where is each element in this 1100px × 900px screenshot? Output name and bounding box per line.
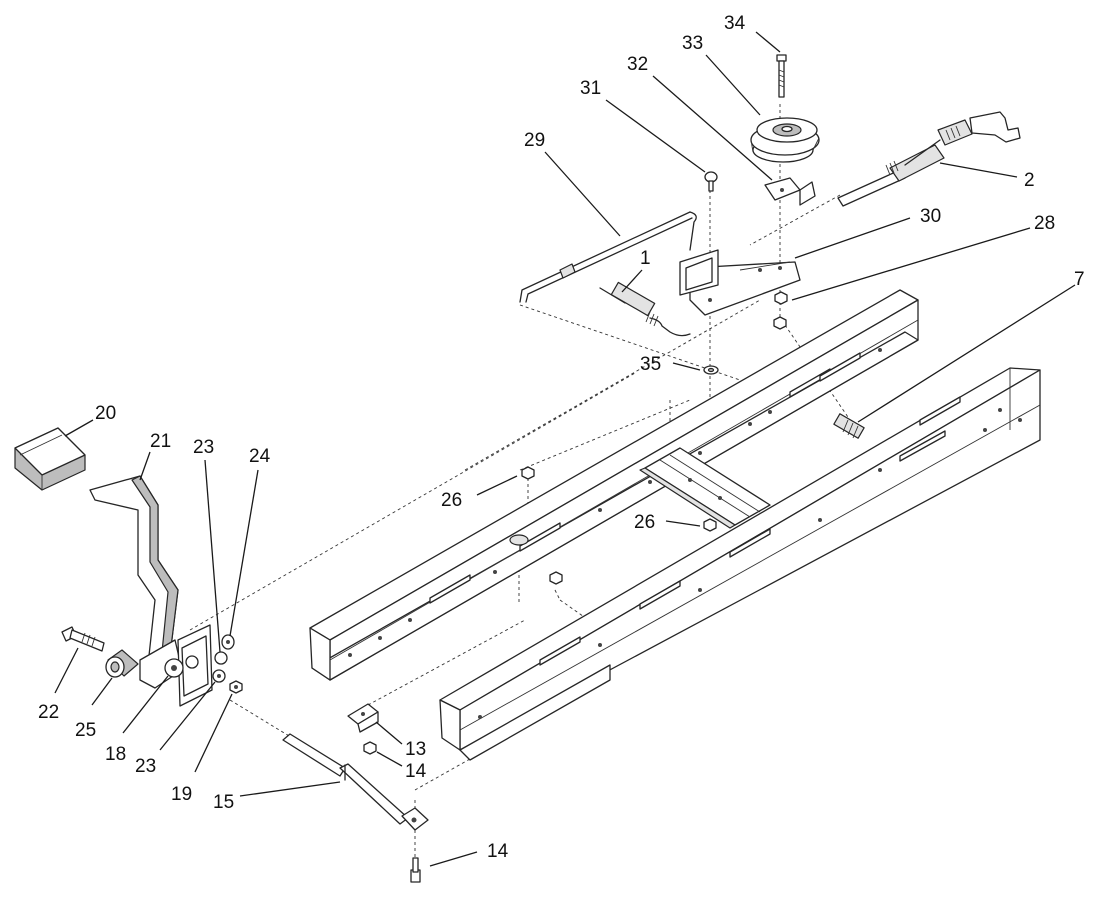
callout-26-right: 26 (634, 512, 655, 533)
callout-2: 2 (1024, 170, 1035, 191)
callout-31: 31 (580, 78, 601, 99)
part-34-bolt (776, 54, 787, 98)
callout-23-bottom: 23 (135, 756, 156, 777)
part-32-bracket (764, 177, 816, 206)
callout-19: 19 (171, 784, 192, 805)
callout-7: 7 (1074, 269, 1085, 290)
callout-32: 32 (627, 54, 648, 75)
part-15-link-rod (282, 733, 429, 831)
part-22-bolt (61, 626, 105, 652)
part-33-pulley (750, 117, 820, 163)
part-26-nuts (509, 466, 717, 585)
part-25-spacer (105, 649, 139, 678)
frame-rail-slots (429, 352, 861, 604)
callout-labels: 34 33 32 31 29 2 30 28 1 7 35 20 21 23 2… (38, 13, 1085, 862)
callout-25: 25 (75, 720, 96, 741)
callout-15: 15 (213, 792, 234, 813)
part-13-clevis (347, 703, 379, 733)
frame-lower-holes (478, 408, 1022, 719)
callout-13: 13 (405, 739, 426, 760)
part-1-spring (599, 281, 691, 337)
callout-33: 33 (682, 33, 703, 54)
callout-1: 1 (640, 248, 651, 269)
bolt-threads (778, 69, 785, 88)
part-28-nuts (773, 291, 788, 330)
part-21-pedal-arm (89, 475, 183, 689)
part-24-bushing (221, 634, 235, 650)
callout-24: 24 (249, 446, 271, 467)
callout-34: 34 (724, 13, 746, 34)
callout-22: 22 (38, 702, 59, 723)
part-29-control-rod (519, 211, 697, 303)
part-2-cable (837, 111, 1021, 207)
spring-coils (645, 311, 659, 327)
cross-member (639, 447, 771, 529)
callout-20: 20 (95, 403, 116, 424)
callout-26-left: 26 (441, 490, 462, 511)
spring-7-coils (842, 419, 859, 439)
callout-30: 30 (920, 206, 941, 227)
part-7-spring (833, 413, 865, 439)
callout-29: 29 (524, 130, 545, 151)
frame-rail-holes (348, 348, 882, 657)
part-19-nut (229, 680, 243, 694)
part-35-washer (703, 365, 719, 375)
part-23-washers (212, 651, 228, 683)
callout-18: 18 (105, 744, 126, 765)
callout-35: 35 (640, 354, 661, 375)
part-30-mounting-plate (679, 249, 801, 316)
frame-lower-slots (539, 396, 961, 666)
part-18-pedal-bracket (164, 624, 213, 707)
cable-coils (885, 125, 961, 176)
part-31-bolt (704, 171, 718, 192)
part-20-pedal-pad (14, 427, 86, 491)
callout-14-upper: 14 (405, 761, 427, 782)
bolt-22-threads (81, 632, 96, 647)
part-14-nut (363, 741, 377, 755)
alignment-lines (189, 104, 851, 870)
callout-14-lower: 14 (487, 841, 509, 862)
leader-lines (54, 31, 1076, 867)
callout-23-top: 23 (193, 437, 214, 458)
callout-21: 21 (150, 431, 171, 452)
frame-rail-upper (309, 289, 919, 681)
part-14-bolt (410, 857, 421, 883)
frame-rail-lower (439, 367, 1041, 761)
callout-28: 28 (1034, 213, 1055, 234)
